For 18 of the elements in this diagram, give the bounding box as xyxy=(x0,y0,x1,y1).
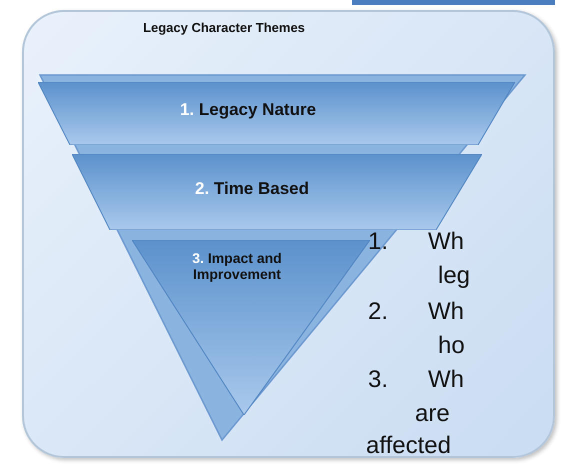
list-text: Wh xyxy=(428,298,464,326)
funnel-band xyxy=(38,82,515,145)
list-text: 1. xyxy=(368,228,388,256)
list-text: 2. xyxy=(368,298,388,326)
list-text: ho xyxy=(438,332,465,360)
band-label: 1. Legacy Nature xyxy=(178,100,318,120)
band-label: 3. Impact and Improvement xyxy=(191,250,283,282)
funnel-band xyxy=(72,154,482,230)
list-text: leg xyxy=(438,262,470,290)
list-text: are xyxy=(415,400,450,428)
list-text: Wh xyxy=(428,228,464,256)
list-text: affected xyxy=(366,432,451,460)
funnel-band xyxy=(132,240,370,415)
panel-heading: Legacy Character Themes xyxy=(142,20,306,35)
band-label: 2. Time Based xyxy=(194,179,310,199)
panel xyxy=(22,10,555,458)
list-text: Wh xyxy=(428,366,464,394)
list-text: 3. xyxy=(368,366,388,394)
